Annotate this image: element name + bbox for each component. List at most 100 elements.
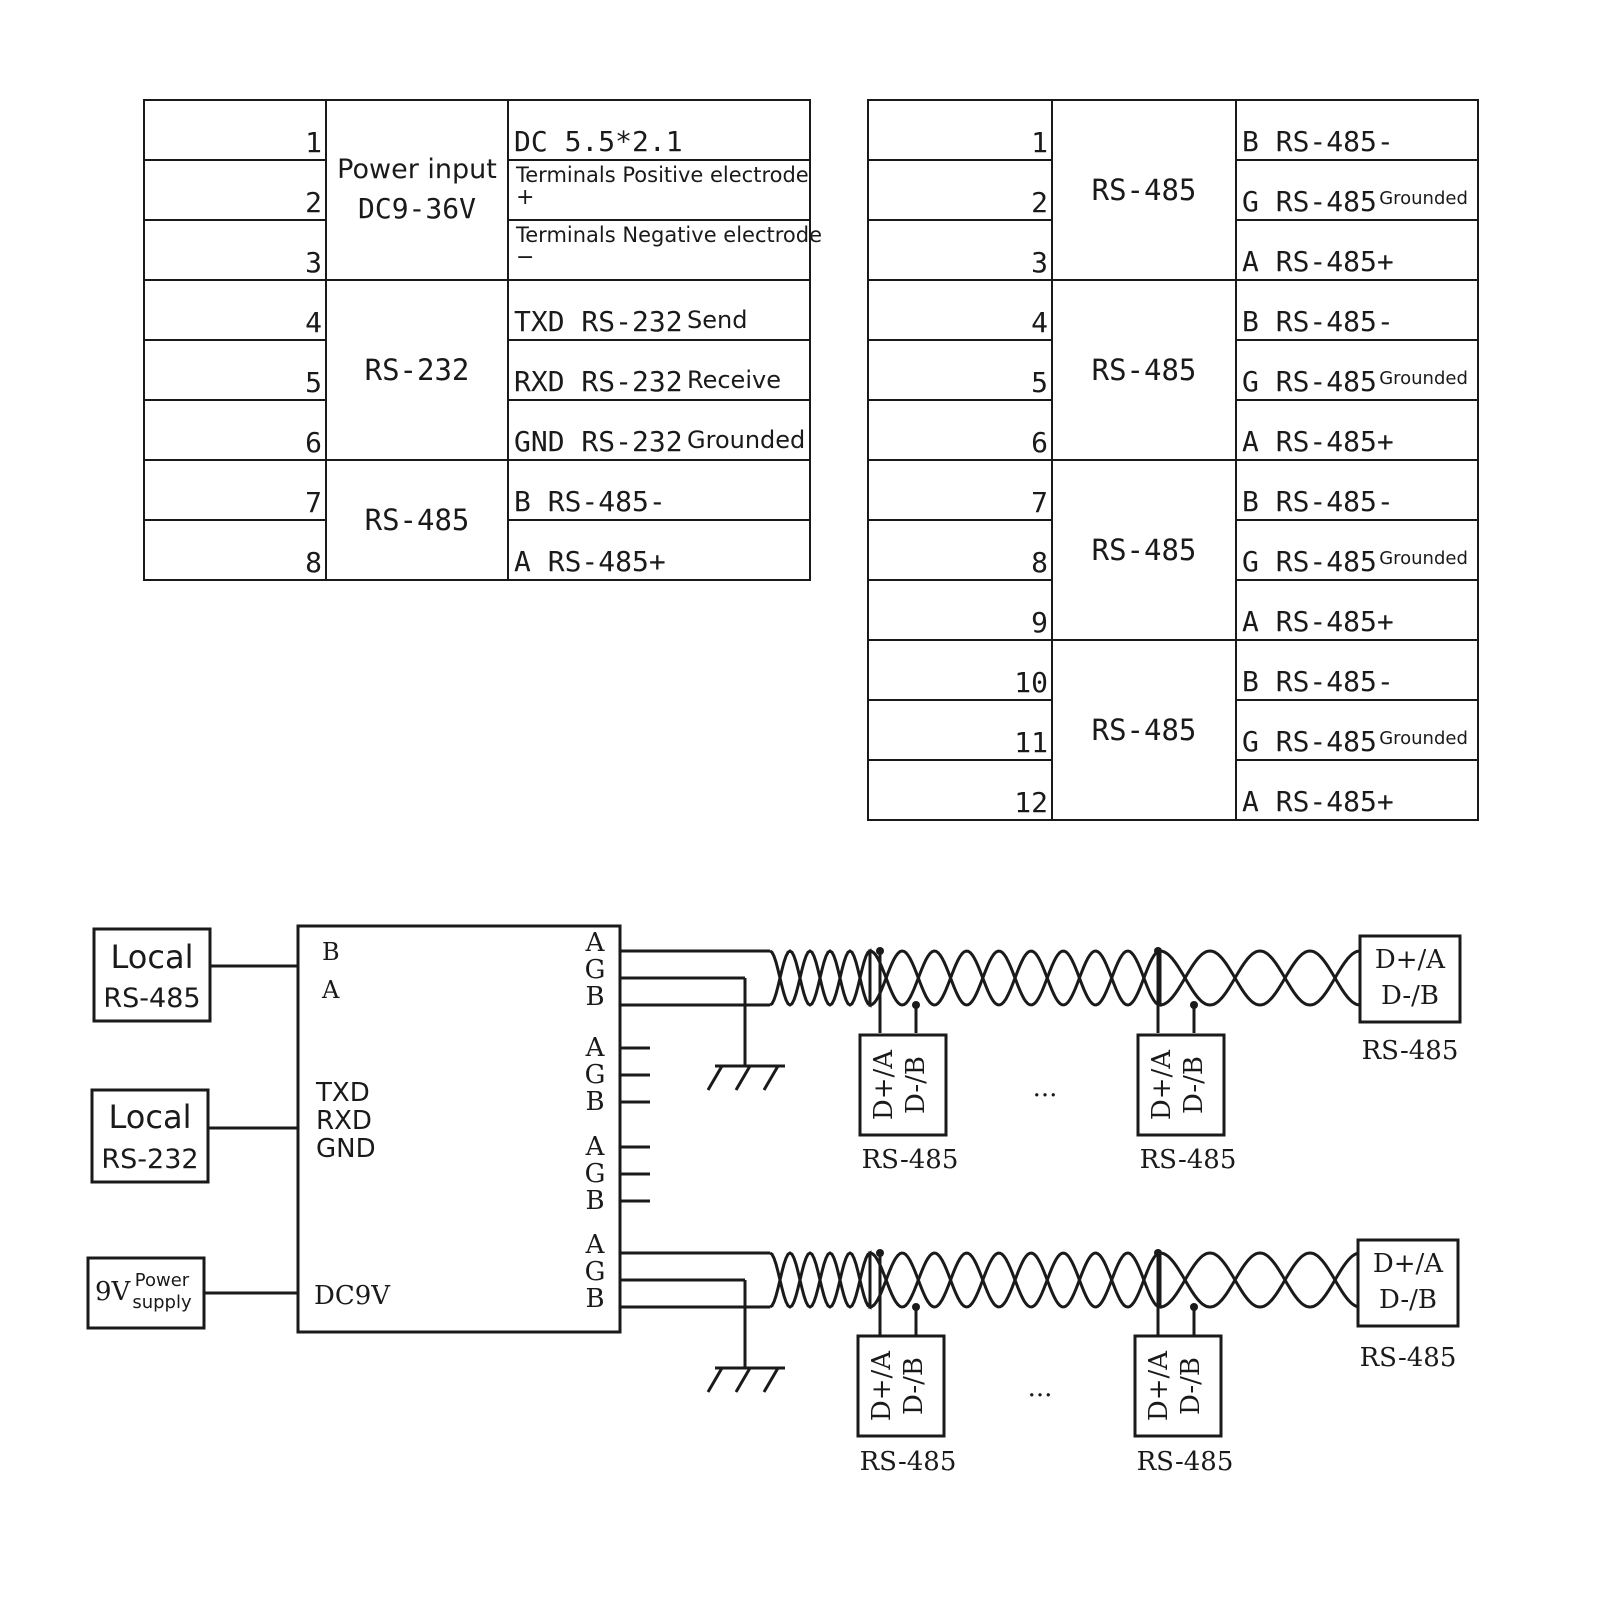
- node-pin-dminus: D-/B: [1179, 1056, 1209, 1114]
- ground-symbol: [706, 1367, 724, 1393]
- end-node-caption: RS-485: [1362, 1036, 1459, 1066]
- local-rs485-box: [92, 927, 212, 1023]
- pin-function: TXD RS-232: [514, 305, 683, 338]
- table-grid: [143, 99, 811, 581]
- twisted-pair-strand: [769, 1250, 1380, 1309]
- pin-note: Receive: [687, 366, 781, 394]
- pin-number: 10: [1014, 666, 1048, 699]
- pin-number: 11: [1014, 726, 1048, 759]
- hub-pin-a: A: [321, 976, 340, 1004]
- pin-function: G RS-485: [1242, 365, 1377, 398]
- hub-port-pin: B: [585, 1087, 604, 1117]
- node-pin-dminus: D-/B: [1176, 1357, 1206, 1415]
- pin-number: 4: [1031, 306, 1048, 339]
- pin-function: A RS-485+: [1242, 785, 1394, 818]
- pin-number: 8: [1031, 546, 1048, 579]
- group-label: RS-485: [1092, 173, 1197, 207]
- hub-port-pin: G: [585, 955, 606, 985]
- rs485-end-node-box: [1358, 934, 1462, 1024]
- pin-function: B RS-485-: [514, 485, 666, 518]
- ellipsis: ...: [1033, 1073, 1058, 1103]
- pin-polarity: −: [516, 245, 534, 270]
- end-node-pin-dplus: D+/A: [1373, 1249, 1444, 1279]
- pin-function: Terminals Negative electrode: [515, 223, 822, 247]
- table-grid: [867, 99, 1479, 821]
- pin-function: DC 5.5*2.1: [514, 125, 683, 158]
- hub-port-pin: G: [585, 1159, 606, 1189]
- pin-number: 3: [1031, 246, 1048, 279]
- node-pin-dplus: D+/A: [869, 1049, 899, 1120]
- node-caption: RS-485: [860, 1447, 957, 1477]
- pin-number: 1: [305, 126, 322, 159]
- pin-number: 7: [305, 486, 322, 519]
- group-label: Power input: [337, 154, 497, 185]
- power-supply-voltage: 9V: [95, 1277, 132, 1307]
- pin-number: 2: [305, 186, 322, 219]
- node-caption: RS-485: [1137, 1447, 1234, 1477]
- pin-function: A RS-485+: [514, 545, 666, 578]
- pin-number: 7: [1031, 486, 1048, 519]
- hub-port-pin: G: [585, 1060, 606, 1090]
- pin-number: 5: [1031, 366, 1048, 399]
- ellipsis: ...: [1028, 1373, 1053, 1403]
- ground-symbol: [762, 1065, 780, 1091]
- pin-function: B RS-485-: [1242, 305, 1394, 338]
- hub-port-pin: A: [585, 1230, 606, 1260]
- node-caption: RS-485: [1140, 1145, 1237, 1175]
- pin-function: B RS-485-: [1242, 665, 1394, 698]
- hub-port-pin: G: [585, 1257, 606, 1287]
- pin-number: 12: [1014, 786, 1048, 819]
- pin-number: 1: [1031, 126, 1048, 159]
- pin-note: Grounded: [1379, 188, 1468, 209]
- pin-number: 2: [1031, 186, 1048, 219]
- ground-symbol: [762, 1367, 780, 1393]
- pin-number: 9: [1031, 606, 1048, 639]
- pin-number: 8: [305, 546, 322, 579]
- power-supply-box: [86, 1256, 206, 1330]
- rs485-node-box: [1136, 1033, 1226, 1137]
- rs485-end-node-box: [1356, 1238, 1460, 1328]
- pin-function: GND RS-232: [514, 425, 683, 458]
- group-label: RS-232: [365, 353, 470, 387]
- node-pin-dplus: D+/A: [867, 1350, 897, 1421]
- rs485-node-box: [856, 1334, 946, 1438]
- pin-note: Grounded: [1379, 368, 1468, 389]
- local-rs232-sub: RS-232: [101, 1144, 198, 1175]
- pin-polarity: +: [516, 185, 534, 210]
- local-rs232-box: [90, 1088, 210, 1184]
- pin-function: A RS-485+: [1242, 605, 1394, 638]
- power-supply-label: Power: [135, 1270, 190, 1291]
- pin-note: Grounded: [687, 426, 805, 454]
- local-rs485-sub: RS-485: [103, 983, 200, 1014]
- hub-port-pin: B: [585, 1186, 604, 1216]
- group-label: RS-485: [1092, 713, 1197, 747]
- ground-symbol: [734, 1367, 752, 1393]
- hub-port-pin: A: [585, 928, 606, 958]
- ground-symbol: [734, 1065, 752, 1091]
- pin-note: Grounded: [1379, 548, 1468, 569]
- end-node-pin-dminus: D-/B: [1381, 981, 1439, 1011]
- group-sublabel: DC9-36V: [358, 192, 476, 225]
- pin-note: Grounded: [1379, 728, 1468, 749]
- twisted-pair-strand: [769, 948, 1380, 1007]
- hub-port-pin: A: [585, 1132, 606, 1162]
- local-rs232-title: Local: [109, 1098, 192, 1136]
- pin-number: 6: [305, 426, 322, 459]
- end-node-caption: RS-485: [1360, 1343, 1457, 1373]
- rs485-node-box: [858, 1033, 948, 1137]
- ground-symbol: [706, 1065, 724, 1091]
- group-label: RS-485: [1092, 533, 1197, 567]
- pin-function: G RS-485: [1242, 185, 1377, 218]
- hub-port-pin: B: [585, 1284, 604, 1314]
- pin-number: 5: [305, 366, 322, 399]
- hub-port-pin: A: [585, 1033, 606, 1063]
- hub-serial-pin: RXD: [316, 1106, 372, 1136]
- pin-number: 4: [305, 306, 322, 339]
- hub-serial-pin: TXD: [315, 1078, 370, 1108]
- rs485-node-box: [1133, 1334, 1223, 1438]
- hub-serial-pin: GND: [316, 1134, 376, 1164]
- group-label: RS-485: [365, 503, 470, 537]
